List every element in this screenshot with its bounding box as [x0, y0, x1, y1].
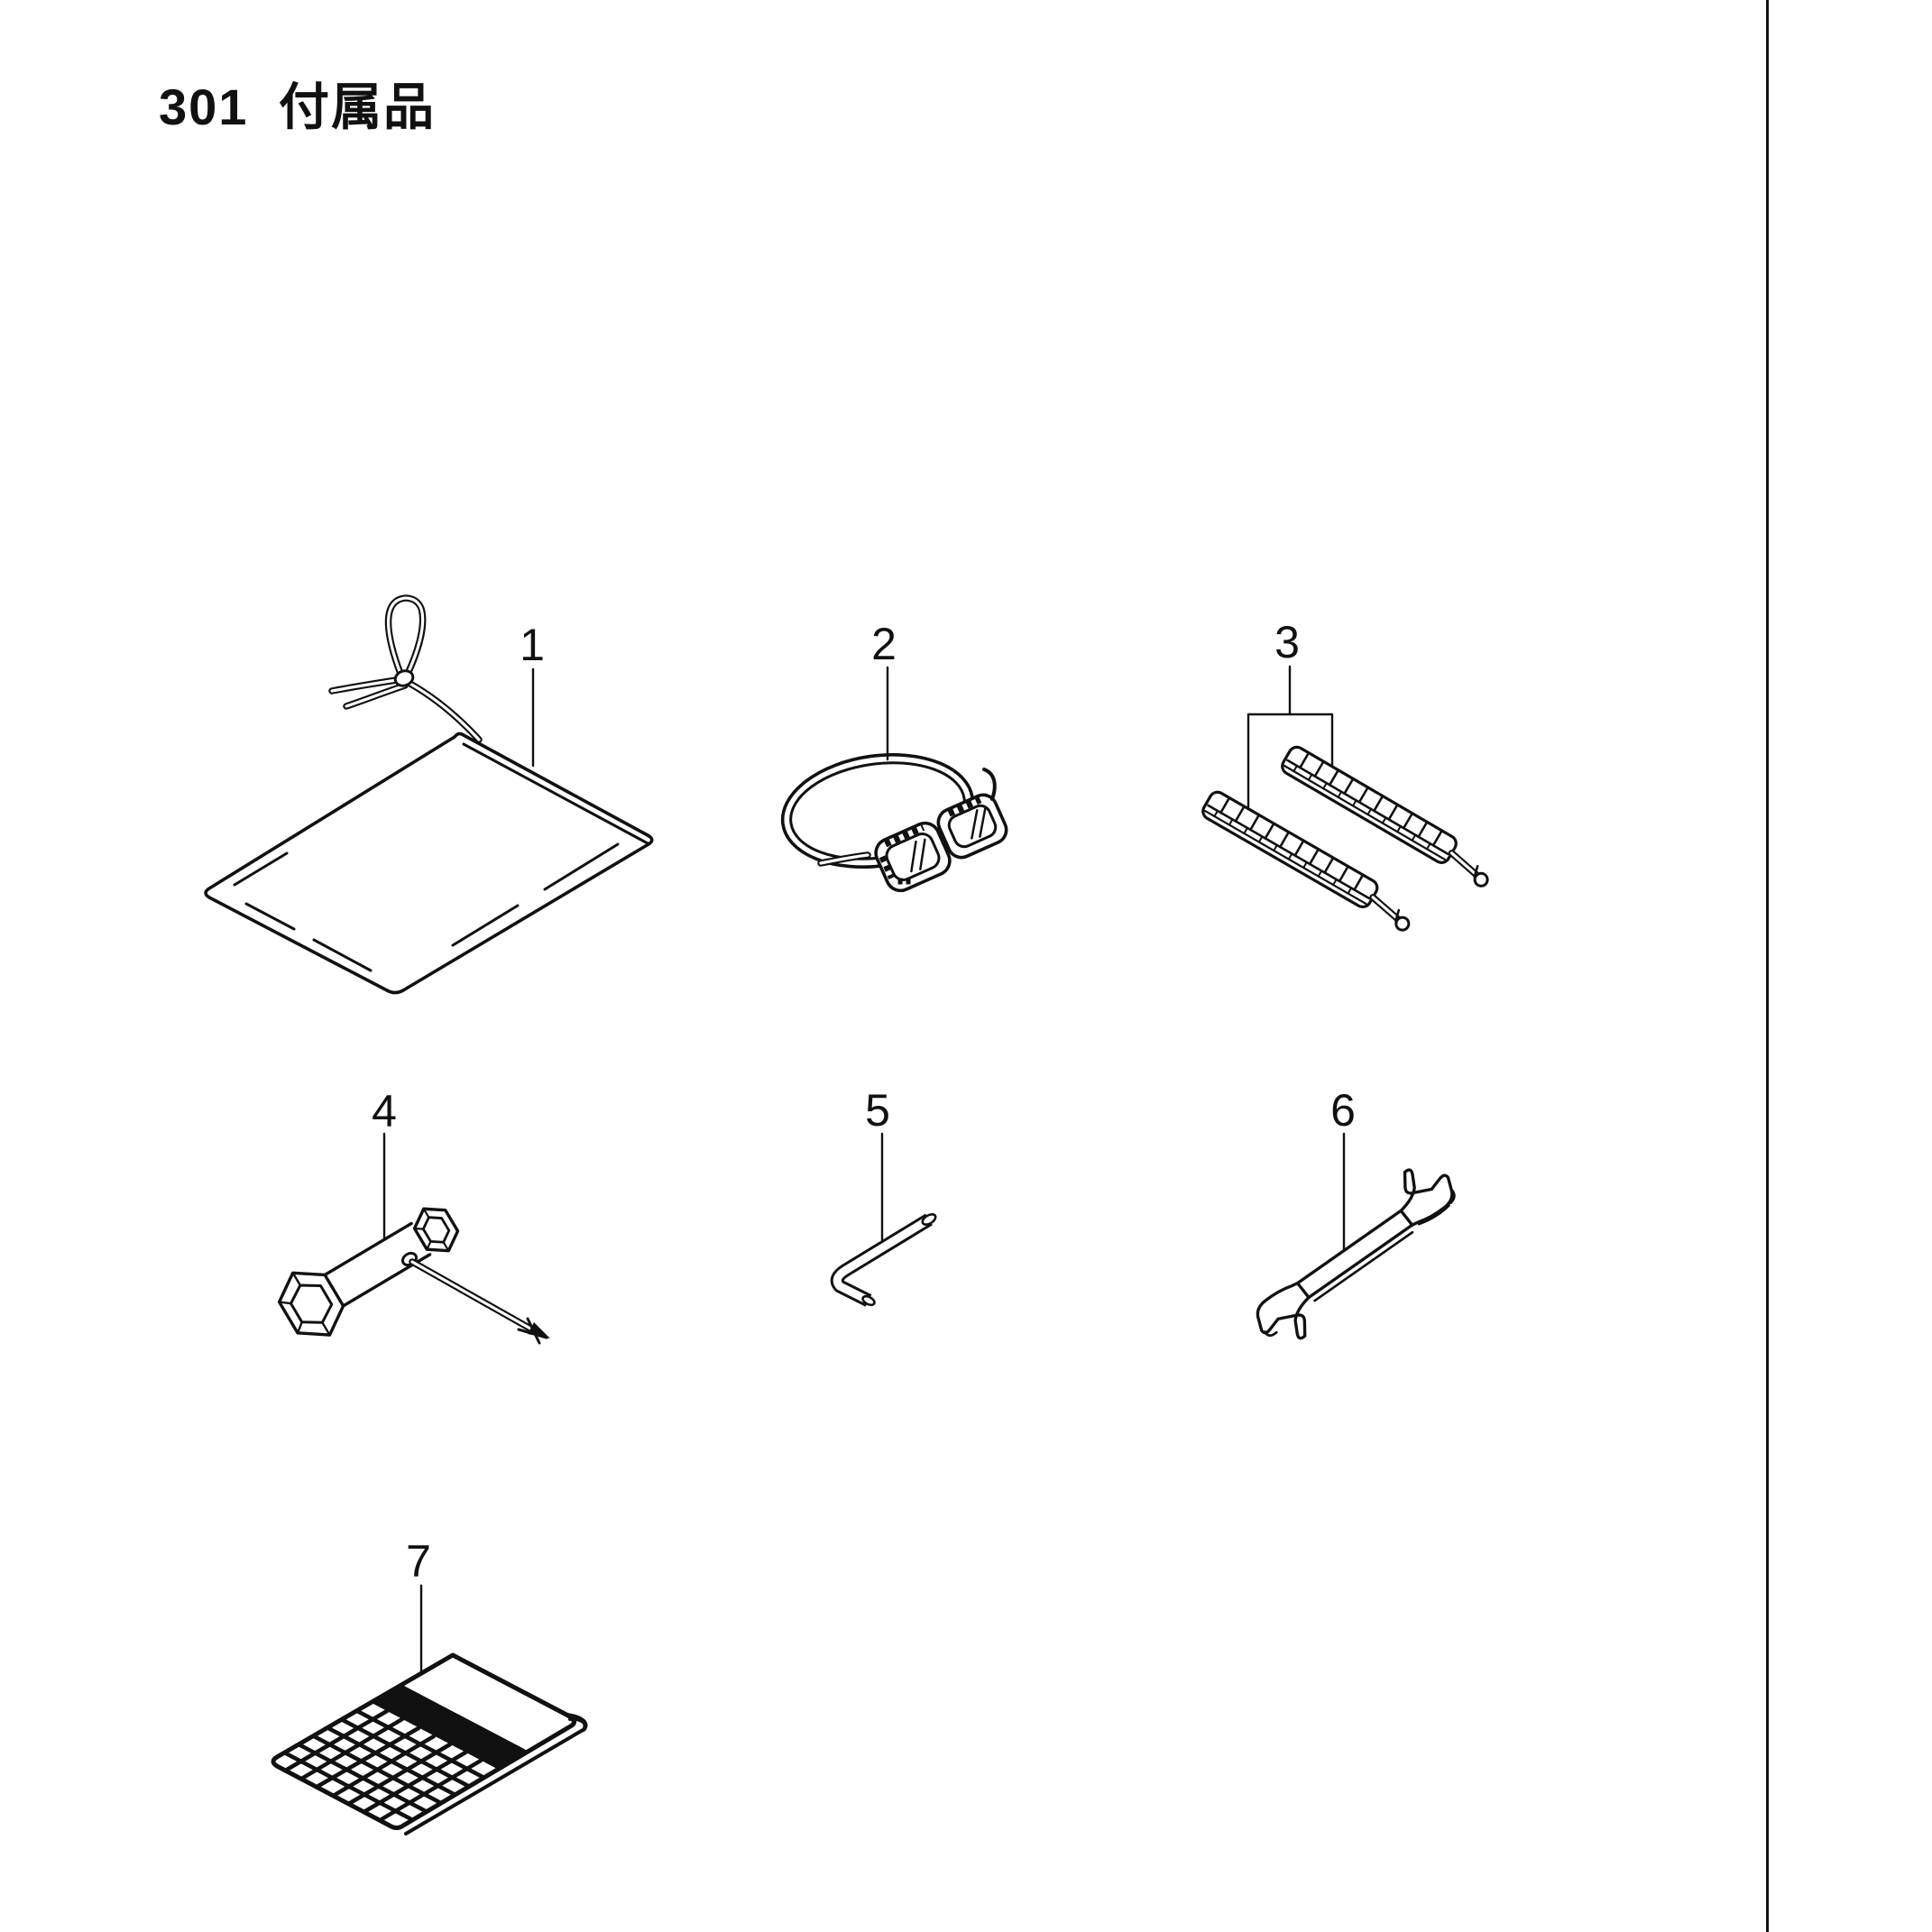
part-ref-label-7: 7	[406, 1536, 431, 1587]
strap-hook	[982, 768, 997, 801]
bag-stitch-dashes	[233, 842, 620, 972]
bag-body	[204, 731, 654, 995]
page-border-line	[1766, 0, 1769, 1932]
wrench-handle	[277, 1207, 460, 1337]
cord-knot	[393, 669, 415, 687]
tie-ring	[1473, 871, 1489, 888]
page-curl	[404, 1713, 588, 1835]
cover-grid	[283, 1708, 485, 1822]
part-ref-label-5: 5	[865, 1085, 890, 1136]
drawstring-cord	[328, 594, 483, 743]
part-2-safety-goggles-illustration	[780, 666, 1008, 893]
part-ref-label-3: 3	[1274, 617, 1300, 667]
cover-strip-lower	[1201, 790, 1411, 932]
left-lens	[874, 821, 952, 893]
right-lens	[936, 793, 1008, 860]
bag-flap-seam	[462, 742, 649, 845]
part-7-booklet-illustration	[271, 1584, 588, 1835]
cover-strip-upper	[1281, 745, 1489, 888]
screwdriver-shaft	[400, 1251, 550, 1345]
wrench-body	[1256, 1168, 1456, 1340]
cover-band	[372, 1685, 528, 1769]
key-end-face-long	[921, 1212, 937, 1227]
goggle-body	[874, 768, 1008, 893]
part-ref-label-1: 1	[520, 620, 545, 670]
part-6-open-end-wrench-illustration	[1256, 1132, 1456, 1340]
leader-bracket-3	[1247, 665, 1334, 811]
part-ref-label-6: 6	[1330, 1085, 1356, 1136]
lower-jaw	[1256, 1281, 1311, 1340]
tie-ring	[1394, 915, 1411, 932]
upper-jaw	[1399, 1168, 1454, 1227]
page-title: 301 付属品	[159, 78, 436, 135]
part-ref-label-4: 4	[372, 1086, 397, 1136]
part-5-hex-key-illustration	[830, 1132, 937, 1307]
part-4-socket-wrench-illustration	[277, 1132, 550, 1345]
part-3-blade-cover-illustration	[1201, 665, 1489, 932]
key-end-face-short	[861, 1294, 876, 1307]
part-ref-label-2: 2	[871, 619, 897, 669]
part-1-tool-bag-illustration	[204, 594, 654, 995]
